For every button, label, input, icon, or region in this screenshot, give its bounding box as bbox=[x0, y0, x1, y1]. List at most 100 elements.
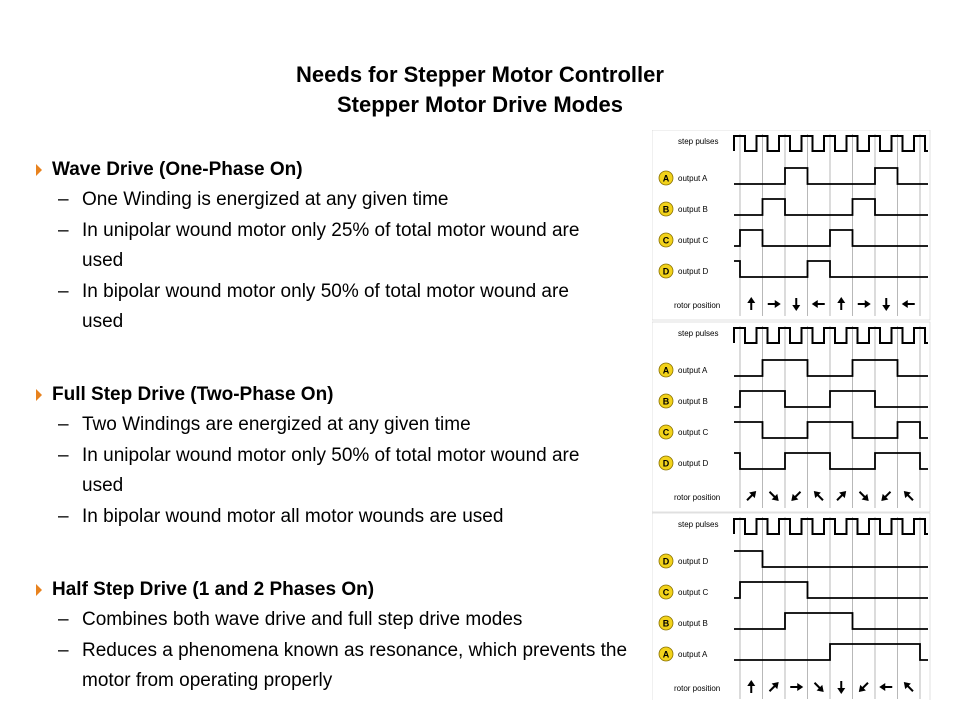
heading-text: Half Step Drive (1 and 2 Phases On) bbox=[52, 579, 375, 600]
rotor-arrow-nw-icon bbox=[903, 491, 914, 501]
title-line-1: Needs for Stepper Motor Controller bbox=[296, 62, 664, 87]
arrow-head bbox=[771, 493, 779, 501]
bullet-arrow-icon bbox=[36, 584, 42, 596]
diagram-frame bbox=[652, 512, 931, 700]
section-full-step-drive: Full Step Drive (Two-Phase On) – Two Win… bbox=[36, 383, 662, 532]
sub-bullet-text: One Winding is energized at any given ti… bbox=[82, 189, 449, 210]
bullet-arrow-icon bbox=[36, 164, 42, 176]
output-letter: A bbox=[663, 174, 670, 184]
section-heading: Half Step Drive (1 and 2 Phases On) bbox=[36, 578, 682, 602]
rotor-arrow-nw-icon bbox=[813, 491, 824, 501]
output-waveform bbox=[734, 390, 928, 408]
output-letter: D bbox=[663, 459, 670, 469]
arrow-head bbox=[837, 297, 846, 303]
output-label: output A bbox=[678, 650, 708, 659]
output-label: output A bbox=[678, 366, 708, 375]
arrow-head bbox=[882, 305, 891, 311]
rotor-arrow-down-icon bbox=[792, 298, 801, 311]
rotor-arrow-up-icon bbox=[837, 297, 846, 310]
output-letter: A bbox=[663, 650, 670, 660]
arrow-head bbox=[791, 493, 799, 501]
output-label: output D bbox=[678, 557, 708, 566]
output-letter: C bbox=[663, 236, 670, 246]
arrow-head bbox=[901, 300, 908, 308]
output-label: output C bbox=[678, 236, 708, 245]
sub-bullet-text: Combines both wave drive and full step d… bbox=[82, 609, 523, 630]
diagram-frame bbox=[652, 130, 931, 321]
rotor-arrow-right-icon bbox=[767, 300, 781, 308]
arrow-head bbox=[864, 300, 871, 308]
output-label: output A bbox=[678, 174, 708, 183]
output-label: output B bbox=[678, 397, 708, 406]
rotor-arrow-nw-icon bbox=[903, 682, 914, 692]
sub-bullet-text: In unipolar wound motor only 25% of tota… bbox=[82, 219, 580, 272]
rotor-arrow-left-icon bbox=[811, 300, 825, 308]
step-pulses-label: step pulses bbox=[678, 329, 718, 338]
rotor-arrow-sw-icon bbox=[881, 491, 892, 501]
rotor-arrow-right-icon bbox=[857, 300, 871, 308]
rotor-arrow-up-icon bbox=[747, 680, 756, 693]
output-letter: B bbox=[663, 397, 670, 407]
arrow-head bbox=[903, 491, 911, 499]
section-wave-drive: Wave Drive (One-Phase On) – One Winding … bbox=[36, 158, 642, 338]
output-d-badge-icon bbox=[658, 455, 674, 471]
output-waveform bbox=[734, 550, 928, 568]
output-letter: D bbox=[663, 267, 670, 277]
output-waveform bbox=[734, 260, 928, 278]
rotor-arrow-se-icon bbox=[813, 682, 824, 692]
arrow-head bbox=[858, 684, 866, 692]
output-label: output D bbox=[678, 459, 708, 468]
output-waveform bbox=[734, 581, 928, 599]
step-pulses-waveform bbox=[733, 327, 928, 344]
rotor-arrow-se-icon bbox=[858, 491, 869, 501]
sub-bullet: – In bipolar wound motor only 50% of tot… bbox=[36, 277, 602, 338]
output-letter: A bbox=[663, 366, 670, 376]
sub-bullet-text: Reduces a phenomena known as resonance, … bbox=[82, 639, 628, 692]
output-letter: C bbox=[663, 428, 670, 438]
output-a-badge-icon bbox=[658, 646, 674, 662]
slide-title: Needs for Stepper Motor Controller Stepp… bbox=[0, 60, 960, 120]
rotor-arrow-up-icon bbox=[747, 297, 756, 310]
sub-bullet: – One Winding is energized at any given … bbox=[36, 185, 642, 216]
output-a-badge-icon bbox=[658, 170, 674, 186]
output-a-badge-icon bbox=[658, 362, 674, 378]
arrow-head bbox=[816, 684, 824, 692]
output-d-badge-icon bbox=[658, 553, 674, 569]
output-label: output B bbox=[678, 205, 708, 214]
sub-bullet-text: Two Windings are energized at any given … bbox=[82, 414, 471, 435]
arrow-head bbox=[747, 297, 756, 303]
rotor-arrow-ne-icon bbox=[746, 491, 757, 501]
arrow-head bbox=[879, 683, 886, 691]
sub-bullet-text: In bipolar wound motor only 50% of total… bbox=[82, 280, 569, 333]
output-waveform bbox=[734, 167, 928, 185]
output-waveform bbox=[734, 643, 928, 661]
section-half-step-drive: Half Step Drive (1 and 2 Phases On) – Co… bbox=[36, 578, 682, 697]
sub-bullet: – In unipolar wound motor only 50% of to… bbox=[36, 441, 602, 502]
rotor-arrow-left-icon bbox=[901, 300, 915, 308]
output-b-badge-icon bbox=[658, 615, 674, 631]
arrow-head bbox=[797, 683, 804, 691]
rotor-arrow-sw-icon bbox=[858, 682, 869, 692]
step-pulses-label: step pulses bbox=[678, 520, 718, 529]
step-pulses-label: step pulses bbox=[678, 137, 718, 146]
rotor-position-label: rotor position bbox=[674, 493, 720, 502]
output-letter: B bbox=[663, 619, 670, 629]
output-label: output C bbox=[678, 428, 708, 437]
arrow-head bbox=[903, 682, 911, 690]
output-waveform bbox=[734, 229, 928, 247]
sub-bullet-text: In unipolar wound motor only 50% of tota… bbox=[82, 444, 580, 497]
sub-bullet: – In bipolar wound motor all motor wound… bbox=[36, 502, 662, 533]
output-d-badge-icon bbox=[658, 263, 674, 279]
arrow-head bbox=[792, 305, 801, 311]
diagram-frame bbox=[652, 321, 931, 513]
arrow-head bbox=[771, 682, 779, 690]
output-letter: B bbox=[663, 205, 670, 215]
step-pulses-waveform bbox=[733, 135, 928, 152]
arrow-head bbox=[813, 491, 821, 499]
output-letter: D bbox=[663, 557, 670, 567]
heading-text: Wave Drive (One-Phase On) bbox=[52, 159, 303, 180]
output-label: output D bbox=[678, 267, 708, 276]
arrow-head bbox=[774, 300, 781, 308]
